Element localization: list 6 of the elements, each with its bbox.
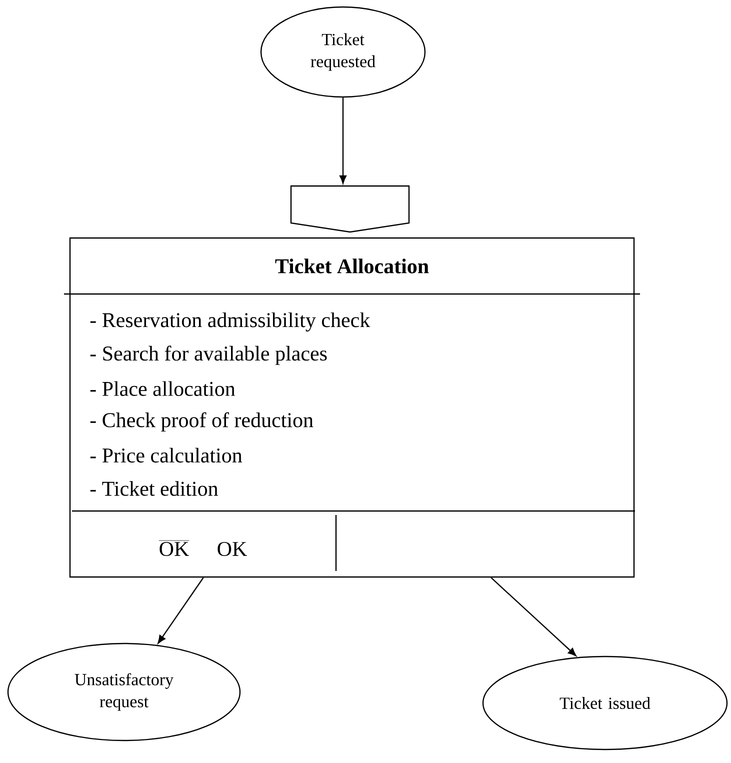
arrow	[490, 577, 576, 656]
offpage-connector	[290, 185, 410, 233]
arrow	[339, 98, 347, 184]
arrow	[158, 577, 204, 644]
condition-label: OK	[158, 540, 190, 556]
condition-label: OK	[218, 542, 247, 556]
